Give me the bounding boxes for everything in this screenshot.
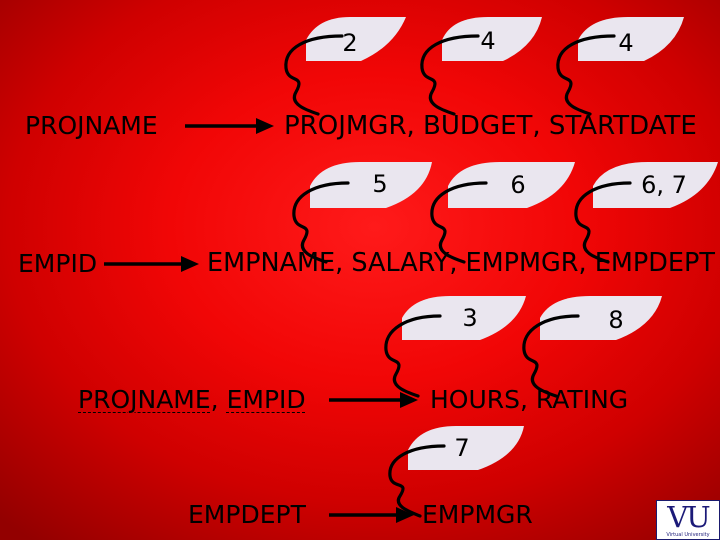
curl-connector xyxy=(284,34,344,116)
bubble-shape xyxy=(306,17,406,61)
bubble-shape xyxy=(593,162,718,208)
bubble-shape xyxy=(402,296,526,340)
arrow-head xyxy=(181,256,199,272)
arrow-head xyxy=(256,118,274,134)
curl-connector xyxy=(430,181,488,264)
key-attribute: EMPID xyxy=(226,385,306,414)
logo-letters: VU xyxy=(667,500,710,534)
row-4-determinant: EMPDEPT xyxy=(188,502,306,527)
curl-connector xyxy=(388,444,446,518)
bubble-shape xyxy=(540,296,662,340)
separator: , xyxy=(210,385,227,414)
key-attribute: PROJNAME xyxy=(78,385,211,414)
curl-connector xyxy=(556,34,616,116)
bubble-label: 6 xyxy=(510,171,526,199)
bubble-label: 4 xyxy=(618,29,634,57)
bubble-shape xyxy=(448,162,575,208)
row-3-dependents: HOURS, RATING xyxy=(430,385,629,414)
row-4-dependents: EMPMGR xyxy=(422,500,533,529)
curl-connector xyxy=(574,181,632,264)
curl-connector xyxy=(384,314,442,398)
bubble-label: 8 xyxy=(608,306,624,334)
bubble-shape xyxy=(310,162,432,208)
bubble-label: 3 xyxy=(462,304,478,332)
bubble-label: 7 xyxy=(454,434,470,462)
row-1-determinant: PROJNAME xyxy=(25,113,158,138)
arrow-head xyxy=(400,392,418,408)
curl-connector xyxy=(292,181,350,264)
attribute: EMPID xyxy=(18,249,98,278)
attribute: PROJNAME xyxy=(25,111,158,140)
bubble-shape xyxy=(408,426,524,470)
bubble-label: 6, 7 xyxy=(641,171,687,199)
bubble-shape xyxy=(442,17,542,61)
bubble-label: 5 xyxy=(372,170,388,198)
row-3-determinant: PROJNAME, EMPID xyxy=(78,387,306,412)
row-1-dependents: PROJMGR, BUDGET, STARTDATE xyxy=(284,111,697,141)
vu-logo: VU Virtual University xyxy=(656,500,720,540)
bubble-shape xyxy=(578,17,684,61)
bubble-label: 2 xyxy=(342,29,358,57)
bubble-label: 4 xyxy=(480,27,496,55)
row-2-dependents: EMPNAME, SALARY, EMPMGR, EMPDEPT xyxy=(207,248,715,278)
curl-connector xyxy=(420,34,480,116)
logo-subtitle: Virtual University xyxy=(666,532,710,538)
curl-connector xyxy=(522,314,580,398)
row-2-determinant: EMPID xyxy=(18,251,97,276)
attribute: EMPDEPT xyxy=(188,500,306,529)
arrow-head xyxy=(396,507,414,523)
